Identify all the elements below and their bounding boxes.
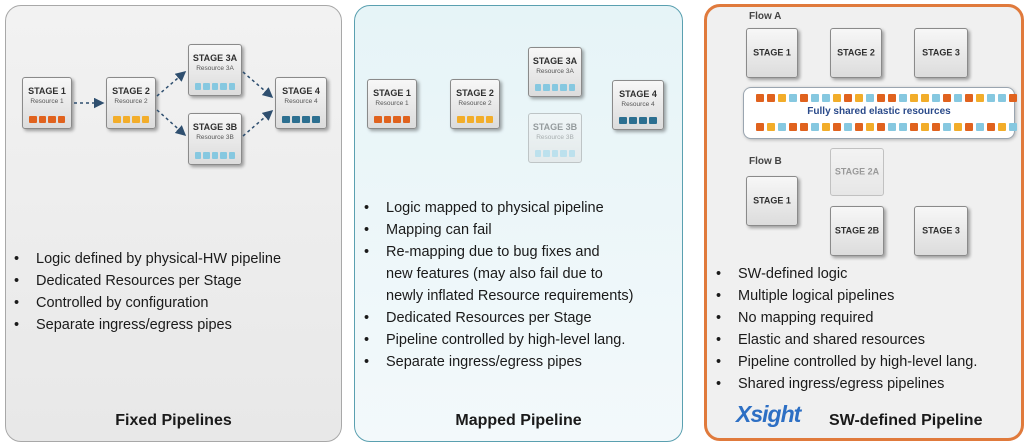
- bullet-item: Pipeline controlled by high-level lang.: [360, 329, 633, 351]
- fixed-stage-1: STAGE 1 Resource 1: [22, 77, 72, 129]
- resource-squares: [194, 152, 236, 159]
- bullet-item: Mapping can fail: [360, 219, 633, 241]
- resource-squares: [534, 150, 576, 157]
- fixed-bullets: Logic defined by physical-HW pipeline De…: [10, 248, 281, 336]
- flow-a-stage-2: STAGE 2: [830, 28, 882, 78]
- fixed-stage-3a: STAGE 3A Resource 3A: [188, 44, 242, 96]
- bullet-item: Multiple logical pipelines: [712, 285, 977, 307]
- bullet-continuation: new features (may also fail due to: [386, 266, 603, 282]
- arrow: [242, 110, 274, 137]
- bullet-continuation: newly inflated Resource requirements): [386, 288, 634, 304]
- flow-a-label: Flow A: [749, 11, 782, 22]
- mapped-stage-3a: STAGE 3A Resource 3A: [528, 47, 582, 97]
- bullet-item: Controlled by configuration: [10, 292, 281, 314]
- arrow: [156, 109, 187, 136]
- bullet-item: Separate ingress/egress pipes: [360, 351, 633, 373]
- bullet-item: Shared ingress/egress pipelines: [712, 373, 977, 395]
- bullet-item: Pipeline controlled by high-level lang.: [712, 351, 977, 373]
- mapped-stage-3b-faded: STAGE 3B Resource 3B: [528, 113, 582, 163]
- bullet-item: Logic mapped to physical pipeline: [360, 197, 633, 219]
- fixed-stage-2: STAGE 2 Resource 2: [106, 77, 156, 129]
- resource-row: [756, 94, 1017, 102]
- xsight-logo: Xsight: [736, 401, 801, 427]
- flow-a-stage-3: STAGE 3: [914, 28, 968, 78]
- resource-squares: [282, 116, 320, 123]
- sw-defined-pipeline-title: SW-defined Pipeline: [829, 412, 983, 429]
- bullet-item: Logic defined by physical-HW pipeline: [10, 248, 281, 270]
- resource-squares: [534, 84, 576, 91]
- resource-squares: [29, 116, 65, 123]
- mapped-stage-1: STAGE 1 Resource 1: [367, 79, 417, 129]
- shared-resources-label: Fully shared elastic resources: [807, 106, 951, 117]
- mapped-bullets: Logic mapped to physical pipeline Mappin…: [360, 197, 633, 373]
- flow-b-stage-2a-faded: STAGE 2A: [830, 148, 884, 196]
- bullet-item: SW-defined logic: [712, 263, 977, 285]
- fixed-stage-4: STAGE 4 Resource 4: [275, 77, 327, 129]
- flow-b-stage-3: STAGE 3: [914, 206, 968, 256]
- resource-squares: [374, 116, 410, 123]
- resource-squares: [113, 116, 149, 123]
- bullet-item: Re-mapping due to bug fixes and: [360, 241, 633, 263]
- bullet-item: No mapping required: [712, 307, 977, 329]
- resource-squares: [457, 116, 493, 123]
- flow-b-label: Flow B: [749, 156, 782, 167]
- resource-squares: [194, 83, 236, 90]
- arrow: [242, 71, 274, 98]
- flow-a-stage-1: STAGE 1: [746, 28, 798, 78]
- mapped-stage-4: STAGE 4 Resource 4: [612, 80, 664, 130]
- fixed-stage-3b: STAGE 3B Resource 3B: [188, 113, 242, 165]
- flow-b-stage-1: STAGE 1: [746, 176, 798, 226]
- sw-bullets: SW-defined logic Multiple logical pipeli…: [712, 263, 977, 395]
- bullet-item: Dedicated Resources per Stage: [10, 270, 281, 292]
- flow-b-stage-2b: STAGE 2B: [830, 206, 884, 256]
- resource-row: [756, 123, 1017, 131]
- fixed-pipelines-title: Fixed Pipelines: [115, 412, 232, 429]
- bullet-item: Elastic and shared resources: [712, 329, 977, 351]
- mapped-stage-2: STAGE 2 Resource 2: [450, 79, 500, 129]
- mapped-pipeline-title: Mapped Pipeline: [455, 412, 582, 429]
- shared-resources-pool: Fully shared elastic resources: [743, 87, 1017, 139]
- arrow: [156, 71, 187, 97]
- bullet-item: Separate ingress/egress pipes: [10, 314, 281, 336]
- resource-squares: [619, 117, 657, 124]
- bullet-item: Dedicated Resources per Stage: [360, 307, 633, 329]
